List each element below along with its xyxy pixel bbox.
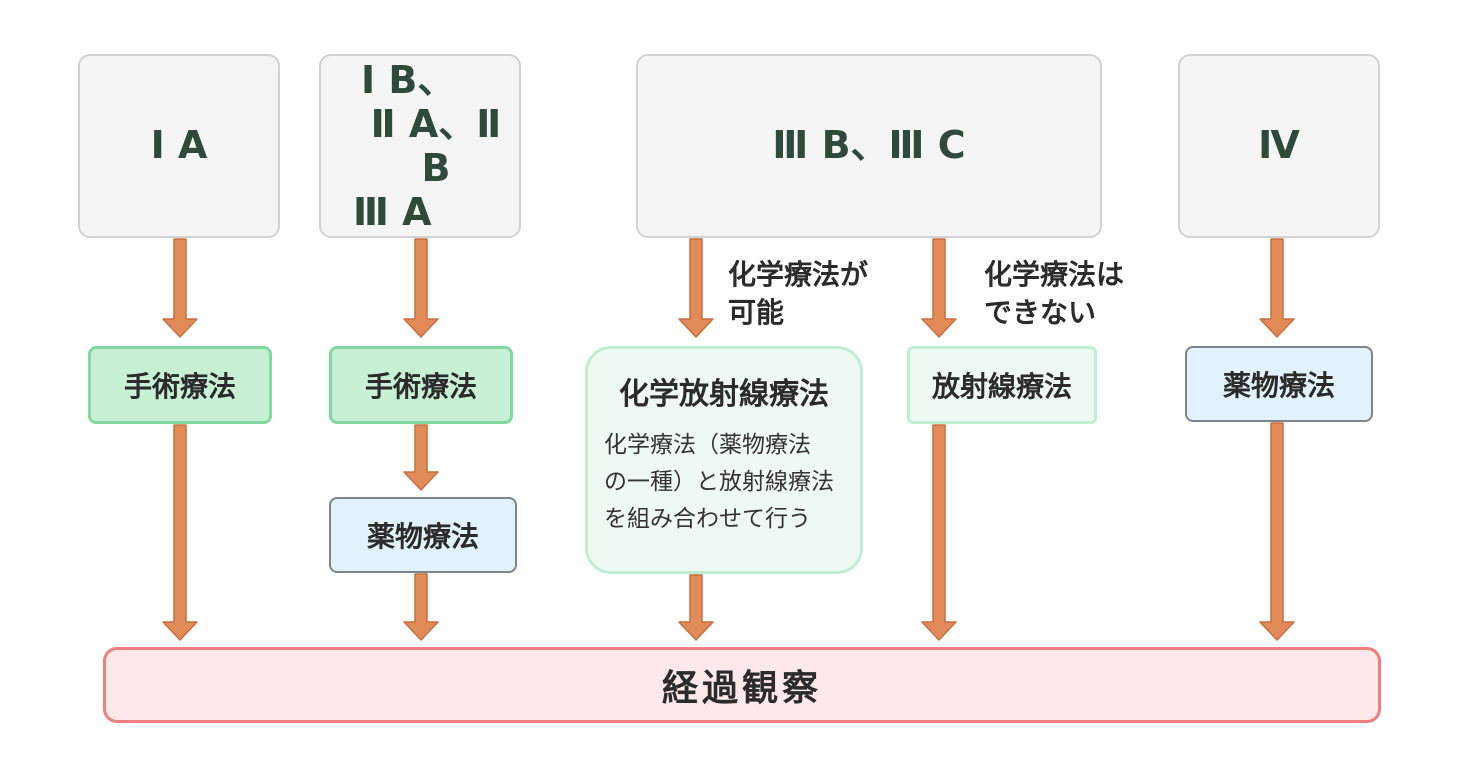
stage-iv-label: Ⅳ [1258, 123, 1300, 168]
stage-ib-iiia-box: Ⅰ B、 Ⅱ A、Ⅱ B Ⅲ A [319, 54, 521, 238]
arrow-ia-to-surgery [162, 238, 198, 338]
arrow-drug-iv-to-observation [1259, 422, 1295, 641]
follow-up-observation-label: 経過観察 [661, 668, 822, 709]
stage-ib-label: Ⅰ B、 [361, 58, 456, 102]
arrow-chemoradiation-to-observation [678, 574, 714, 641]
surgery-label-ib: 手術療法 [364, 370, 477, 403]
arrow-surgery-ia-to-observation [162, 424, 198, 641]
chemoradiation-desc-line2: の一種）と放射線療法 [604, 469, 834, 495]
drug-therapy-box-iv: 薬物療法 [1185, 346, 1373, 422]
drug-therapy-label-iv: 薬物療法 [1222, 369, 1335, 402]
arrow-surgery-ib-to-drug [403, 424, 439, 491]
chemo-impossible-line1: 化学療法は [984, 258, 1125, 291]
arrow-ib-to-surgery [403, 238, 439, 338]
chemoradiation-desc-line1: 化学療法（薬物療法 [604, 432, 811, 458]
stage-iiib-iiic-label: Ⅲ B、Ⅲ C [772, 123, 966, 168]
chemoradiation-desc-line3: を組み合わせて行う [604, 506, 811, 532]
surgery-box-ia: 手術療法 [88, 346, 272, 424]
chemo-possible-note: 化学療法が 可能 [728, 256, 868, 332]
drug-therapy-box-ib: 薬物療法 [329, 497, 517, 573]
arrow-iv-to-drug [1259, 238, 1295, 338]
arrow-iiib-to-radiation [921, 238, 957, 338]
stage-iiib-iiic-box: Ⅲ B、Ⅲ C [636, 54, 1102, 238]
stage-ia-label: Ⅰ A [150, 123, 208, 168]
chemoradiation-box: 化学放射線療法 化学療法（薬物療法 の一種）と放射線療法 を組み合わせて行う [585, 346, 863, 574]
chemo-impossible-line2: できない [984, 296, 1097, 329]
stage-iv-box: Ⅳ [1178, 54, 1380, 238]
follow-up-observation-box: 経過観察 [103, 647, 1381, 723]
arrow-drug-ib-to-observation [403, 573, 439, 641]
drug-therapy-label-ib: 薬物療法 [366, 520, 479, 553]
radiation-therapy-label: 放射線療法 [931, 370, 1072, 403]
chemoradiation-description: 化学療法（薬物療法 の一種）と放射線療法 を組み合わせて行う [588, 427, 860, 538]
surgery-label-ia: 手術療法 [123, 370, 236, 403]
chemo-impossible-note: 化学療法は できない [984, 256, 1124, 332]
chemo-possible-line2: 可能 [728, 296, 785, 329]
surgery-box-ib: 手術療法 [329, 346, 513, 424]
chemoradiation-title: 化学放射線療法 [619, 377, 829, 412]
chemo-possible-line1: 化学療法が [728, 258, 869, 291]
arrow-iiib-to-chemoradiation [678, 238, 714, 338]
stage-ia-box: Ⅰ A [78, 54, 280, 238]
stage-iiia-label: Ⅲ A [353, 190, 432, 234]
radiation-therapy-box: 放射線療法 [907, 346, 1097, 424]
arrow-radiation-to-observation [921, 424, 957, 641]
stage-iia-iib-label: Ⅱ A、Ⅱ B [370, 102, 502, 190]
